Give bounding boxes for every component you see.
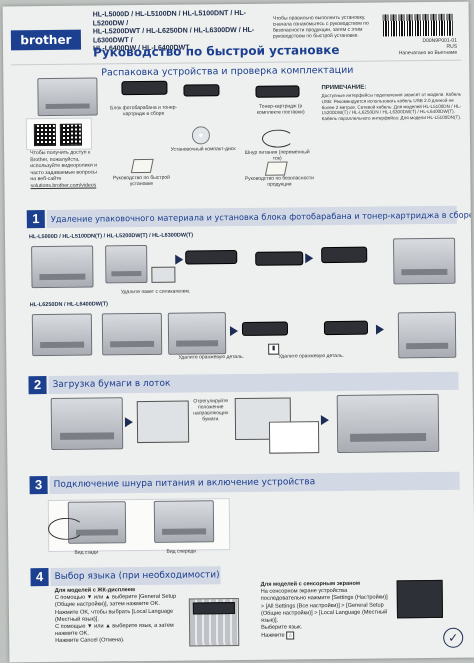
video-text: Чтобы получить доступ к Brother, пожалуй… [30, 149, 98, 190]
step-number: 2 [28, 376, 47, 395]
lcd-step-4: Нажмите Cancel (Отмена). [55, 637, 125, 645]
touch-step-3-label: Нажмите [261, 632, 285, 640]
lcd-instructions: Для моделей с ЖК-дисплеем С помощью ▼ ил… [55, 587, 182, 646]
step-number: 3 [29, 476, 48, 495]
toner-cartridge-illustration [255, 85, 300, 98]
touchscreen-illustration [396, 579, 444, 619]
home-icon: ⌂ [286, 631, 295, 640]
lcd-step-1: С помощью ▼ или ▲ выберите [General Setu… [54, 593, 177, 609]
power-cord-icon [261, 129, 295, 148]
model-line: HL-L5000D / HL-L5100DN / HL-L5100DNT / H… [92, 9, 246, 28]
touch-step-3: Нажмите ⌂ [261, 631, 389, 641]
lcd-step-2: Нажмите OK, чтобы выбрать [Local Languag… [54, 608, 174, 623]
safety-manual-icon [264, 161, 288, 176]
step-number: 4 [30, 568, 49, 587]
rear-view-caption: Вид сзади [74, 549, 99, 556]
safety-caption: Руководство по безопасности продукции [244, 175, 314, 188]
arrow-right-icon [320, 415, 329, 426]
silica-caption: Удалите пакет с силикагелем. [120, 288, 191, 296]
toner-illustration [183, 84, 220, 97]
video-description: Чтобы получить доступ к Brother, пожалуй… [30, 149, 98, 183]
step-title: Удаление упаковочного материала и устано… [50, 209, 474, 224]
paper-guides-caption: Отрегулируйте положение направляющих бум… [193, 398, 229, 423]
printer-illustration [37, 77, 98, 117]
printer-front-illustration [153, 500, 215, 543]
drum-unit-illustration [323, 320, 369, 336]
paper-stack-illustration [268, 421, 320, 454]
step-number: 1 [26, 210, 45, 229]
page-title: Руководство по быстрой установке [92, 42, 340, 60]
manual-caption: Руководство по быстрой установке [112, 174, 170, 188]
printer-illustration [101, 312, 163, 356]
printer-illustration [50, 397, 124, 450]
drum-unit-illustration [241, 321, 289, 336]
arrow-right-icon [229, 326, 239, 337]
checkmark-icon: ✓ [443, 627, 464, 648]
model-line: HL-L5200DWT / HL-L6250DN / HL-L6300DW / … [92, 26, 255, 45]
step-title: Загрузка бумаги в лоток [52, 378, 171, 390]
note-text: Доступные интерфейсы подключения зависят… [321, 91, 462, 122]
divider [11, 59, 462, 66]
video-link[interactable]: solutions.brother.com/videos [30, 182, 97, 190]
manual-icon [130, 158, 154, 174]
toner-caption: Тонер-картридж (в комплекте поставки) [256, 103, 305, 116]
lcd-display [192, 602, 235, 615]
touch-step-1: На сенсорном экране устройства последова… [260, 588, 388, 624]
touchscreen-instructions: Для моделей с сенсорным экраном На сенсо… [261, 580, 390, 640]
orange-part-caption: Удалите оранжевую деталь. [178, 353, 245, 361]
printer-illustration [336, 393, 440, 453]
cd-caption: Установочный компакт-диск [170, 146, 236, 153]
arrow-right-icon [305, 253, 314, 264]
step-title: Подключение шнура питания и включение ус… [53, 477, 316, 490]
printer-open-illustration [105, 244, 148, 284]
model-group-label: HL-L6250DN / HL-L6400DW(T) [29, 301, 108, 309]
note-title: ПРИМЕЧАНИЕ: [321, 84, 367, 92]
drum-unit-illustration [121, 80, 168, 96]
silica-packet-icon [151, 266, 176, 283]
lcd-step-3: С помощью ▼ или ▲ выберите язык, а затем… [55, 622, 174, 638]
qr-code-icon [33, 123, 57, 147]
cd-icon [191, 126, 211, 145]
barcode-icon [382, 13, 453, 37]
arrow-right-icon [375, 324, 385, 335]
model-group-label: HL-L5000D / HL-L5100DN(T) / HL-L5200DW(T… [28, 232, 194, 241]
step-title: Выбор языка (при необходимости) [54, 570, 220, 582]
printer-illustration [31, 313, 93, 357]
qr-code-icon [59, 123, 83, 146]
intro-text: Чтобы правильно выполнить установку, сна… [272, 14, 369, 40]
paper-tray-illustration [136, 400, 190, 444]
orange-part-caption: Удалите оранжевую деталь. [278, 352, 345, 360]
document-code: D00N9P001-01 RUS Напечатано во Вьетнаме [383, 38, 457, 57]
unpack-title: Распаковка устройства и проверка комплек… [101, 64, 354, 79]
code-line: Напечатано во Вьетнаме [398, 49, 458, 57]
printer-illustration [397, 311, 457, 359]
drum-unit-illustration [255, 251, 304, 266]
front-view-caption: Вид спереди [166, 548, 197, 555]
printer-illustration [31, 245, 94, 289]
brother-logo: brother [10, 29, 82, 51]
arrow-right-icon [175, 254, 184, 265]
arrow-right-icon [124, 417, 133, 428]
drum-caption: Блок фотобарабана и тонер-картридж в сбо… [110, 104, 178, 118]
printer-illustration [393, 237, 456, 285]
drum-unit-illustration [185, 250, 238, 265]
drum-unit-illustration [321, 246, 368, 264]
power-caption: Шнур питания (переменный ток) [244, 149, 310, 162]
printer-illustration [167, 312, 227, 355]
